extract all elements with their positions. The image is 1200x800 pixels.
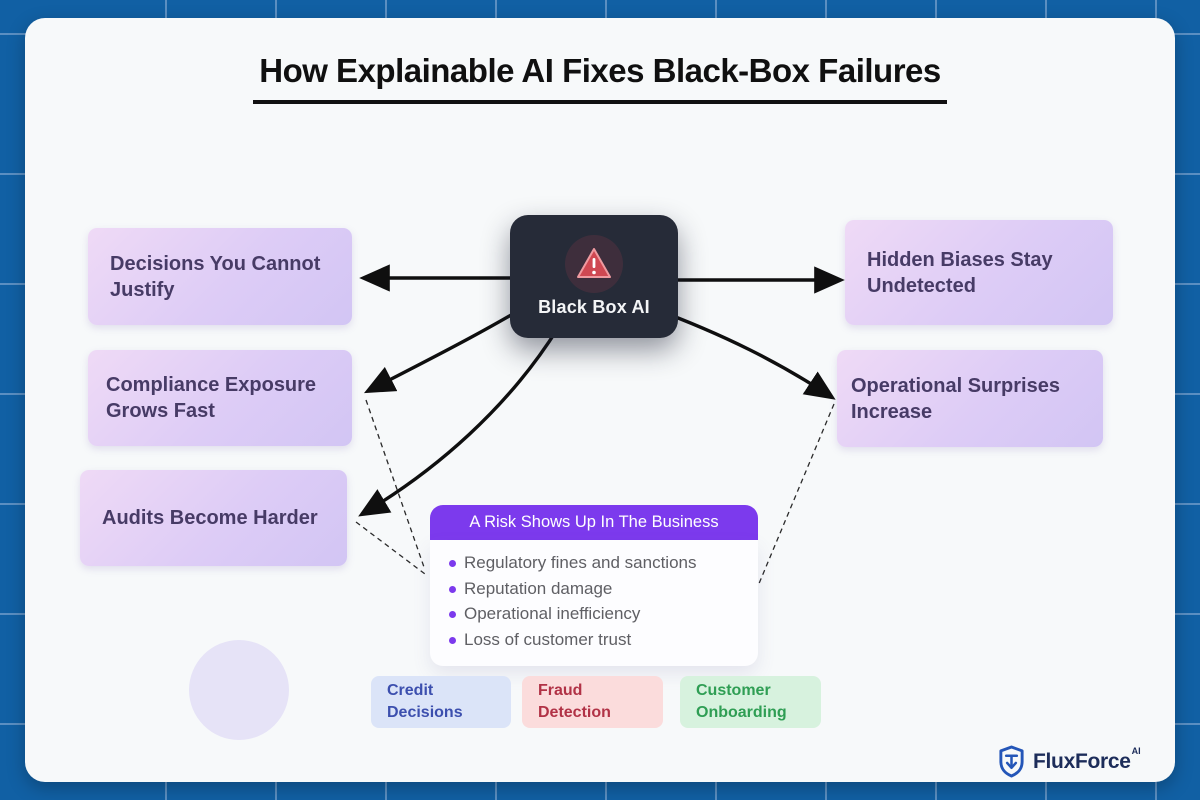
risk-list: Regulatory fines and sanctions Reputatio… (446, 550, 744, 652)
brand-name: FluxForce (1033, 749, 1131, 773)
failure-label: Compliance Exposure Grows Fast (106, 374, 317, 422)
risk-item: Loss of customer trust (446, 627, 744, 653)
failure-label: Decisions You Cannot Justify (110, 252, 321, 301)
failure-label: Hidden Biases Stay Undetected (867, 248, 1053, 297)
tag-fraud-detection: Fraud Detection (522, 676, 663, 728)
black-box-ai-label: Black Box AI (538, 297, 650, 317)
failure-box-compliance: Compliance Exposure Grows Fast (88, 350, 352, 446)
failure-box-decisions: Decisions You Cannot Justify (88, 228, 352, 325)
page-title: How Explainable AI Fixes Black-Box Failu… (253, 52, 947, 104)
risk-panel-body: Regulatory fines and sanctions Reputatio… (430, 540, 758, 666)
risk-panel-header: A Risk Shows Up In The Business (430, 505, 758, 540)
header: How Explainable AI Fixes Black-Box Failu… (0, 52, 1200, 104)
brand-logo: FluxForceAI (997, 745, 1141, 778)
failure-label: Audits Become Harder (102, 507, 318, 529)
failure-box-biases: Hidden Biases Stay Undetected (845, 220, 1113, 325)
failure-box-audits: Audits Become Harder (80, 470, 347, 566)
black-box-ai-node: Black Box AI (510, 215, 678, 338)
tag-credit-decisions: Credit Decisions (371, 676, 511, 728)
brand-superscript: AI (1131, 746, 1141, 757)
risk-item: Regulatory fines and sanctions (446, 550, 744, 576)
tag-customer-onboarding: Customer Onboarding (680, 676, 821, 728)
failure-box-surprises: Operational Surprises Increase (837, 350, 1103, 447)
decorative-circle (189, 640, 289, 740)
risk-panel: A Risk Shows Up In The Business Regulato… (430, 505, 758, 666)
warning-triangle-icon (565, 235, 623, 293)
risk-item: Operational inefficiency (446, 601, 744, 627)
risk-item: Reputation damage (446, 576, 744, 602)
shield-icon (997, 745, 1026, 778)
failure-label: Operational Surprises Increase (851, 374, 1060, 423)
